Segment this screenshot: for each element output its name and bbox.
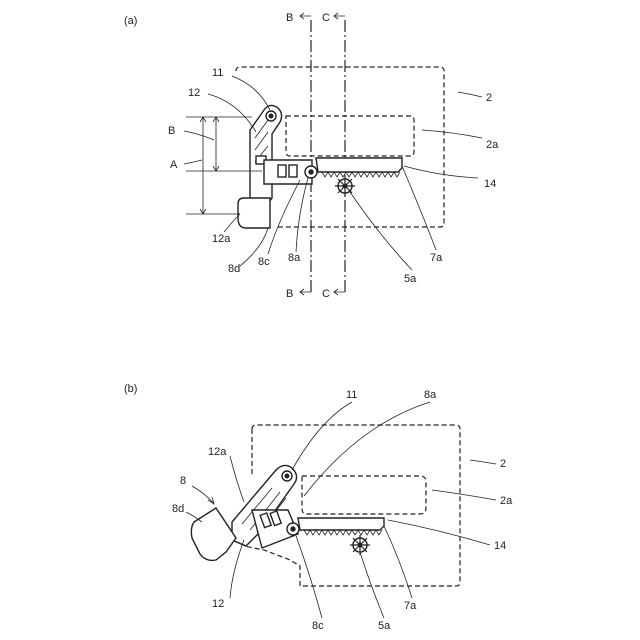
leader-12a-b xyxy=(230,456,244,502)
label-2: 2 xyxy=(486,92,492,104)
panel-a-caption: (a) xyxy=(124,15,137,27)
rack-7a xyxy=(316,158,402,172)
leader-8c xyxy=(268,180,300,254)
panel-a: (a) B C B C xyxy=(124,12,499,300)
leader-14-b xyxy=(388,520,490,545)
label-7a-b: 7a xyxy=(404,600,417,612)
leader-2a-b xyxy=(432,490,496,500)
label-8-b: 8 xyxy=(180,475,186,487)
recess-outline xyxy=(286,116,414,156)
arrow-8 xyxy=(192,486,214,504)
label-8d: 8d xyxy=(228,263,240,275)
leader-12 xyxy=(208,94,256,132)
label-8d-b: 8d xyxy=(172,503,184,515)
label-8c-b: 8c xyxy=(312,620,324,632)
label-11: 11 xyxy=(212,67,223,79)
leader-5a-b xyxy=(360,552,384,618)
leader-8a xyxy=(296,178,308,252)
leader-8a-b xyxy=(304,402,430,496)
label-8a-b: 8a xyxy=(424,389,437,401)
section-arrow-b-bottom xyxy=(300,289,311,295)
label-12: 12 xyxy=(188,87,200,99)
pin-8c-b-center xyxy=(291,527,295,531)
rack-7a-b xyxy=(298,518,384,530)
leader-2a xyxy=(422,130,482,138)
section-arrow-b-top xyxy=(300,13,311,19)
slider-slot-1 xyxy=(278,165,286,177)
pivot-11-b-center xyxy=(285,474,289,478)
pivot-11-center xyxy=(269,114,273,118)
label-5a: 5a xyxy=(404,273,417,285)
label-12-b: 12 xyxy=(212,598,224,610)
rack-teeth xyxy=(322,172,400,177)
gear-5a xyxy=(335,176,355,196)
section-arrow-c-bottom xyxy=(334,289,345,295)
label-a: A xyxy=(170,159,178,171)
dim-b xyxy=(213,117,219,171)
pin-8a-center xyxy=(309,170,313,174)
leader-7a xyxy=(402,166,436,250)
label-14: 14 xyxy=(484,178,496,190)
label-14-b: 14 xyxy=(494,540,506,552)
panel-b: (b) xyxy=(124,383,513,632)
leader-8d-b xyxy=(186,512,202,522)
leader-14 xyxy=(404,166,478,178)
label-5a-b: 5a xyxy=(378,620,391,632)
label-7a: 7a xyxy=(430,252,443,264)
leader-12a xyxy=(224,214,240,232)
leader-b xyxy=(184,131,214,140)
leader-2 xyxy=(458,92,482,97)
leader-2-b xyxy=(470,460,496,464)
section-mark-c-top: C xyxy=(322,12,330,24)
label-8c: 8c xyxy=(258,256,270,268)
rack-teeth-b xyxy=(304,530,382,535)
section-arrow-c-top xyxy=(334,13,345,19)
leader-7a-b xyxy=(384,526,412,598)
recess-outline-b xyxy=(302,476,426,514)
leader-11-b xyxy=(292,402,352,470)
leader-a xyxy=(184,160,202,164)
label-b: B xyxy=(168,125,175,137)
label-2a: 2a xyxy=(486,139,499,151)
cover-8d xyxy=(238,198,270,228)
label-2a-b: 2a xyxy=(500,495,513,507)
section-mark-c-bottom: C xyxy=(322,288,330,300)
leader-5a xyxy=(350,192,412,270)
slider-slot-2 xyxy=(289,165,297,177)
label-8a: 8a xyxy=(288,252,301,264)
label-12a-b: 12a xyxy=(208,446,227,458)
label-12a: 12a xyxy=(212,233,231,245)
cover-8d-b xyxy=(191,508,236,560)
panel-b-caption: (b) xyxy=(124,383,137,395)
leader-12-b xyxy=(230,540,244,598)
label-2-b: 2 xyxy=(500,458,506,470)
section-mark-b-top: B xyxy=(286,12,293,24)
leader-11 xyxy=(232,76,270,110)
label-11-b: 11 xyxy=(346,389,357,401)
dim-a xyxy=(200,117,206,214)
section-mark-b-bottom: B xyxy=(286,288,293,300)
